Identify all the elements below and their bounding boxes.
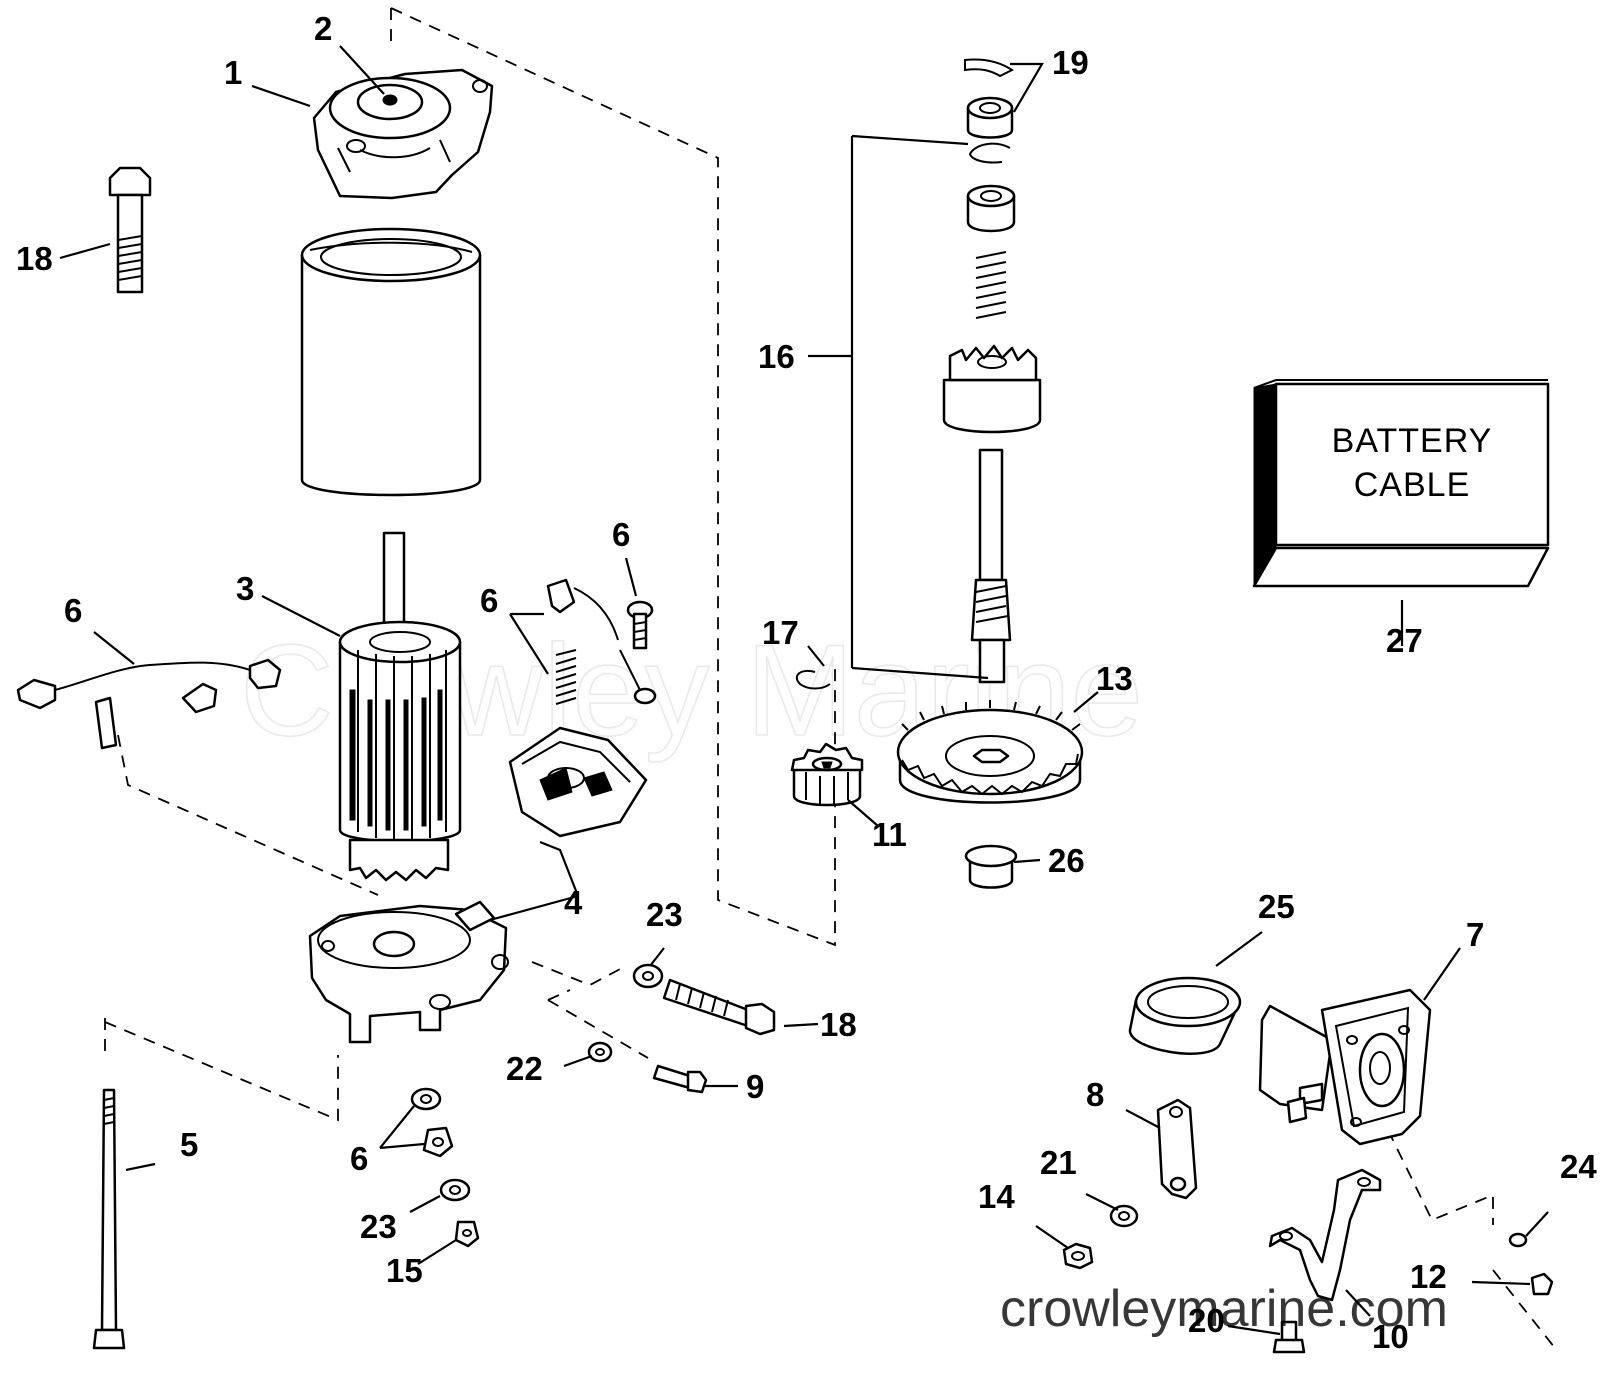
small-gear-part [790,742,864,807]
callout-7: 7 [1466,916,1484,953]
battery-cable-box [1252,379,1550,588]
callout-13: 13 [1096,660,1133,697]
callout-3: 3 [236,570,254,607]
solenoid-part [1258,988,1432,1146]
through-bolt-part [92,1088,126,1350]
solenoid-hardware-parts [1062,1204,1554,1354]
callout-10: 10 [1372,1318,1409,1355]
callout-6-lead-wire: 6 [64,592,82,629]
callout-22: 22 [506,1050,543,1087]
commutator-end-cap-part [308,900,509,1044]
callout-23-lower: 23 [360,1208,397,1245]
assembly-guide-lines [104,7,1556,1349]
callout-14: 14 [978,1178,1015,1215]
callout-9: 9 [746,1068,764,1105]
callout-6-brush: 6 [480,582,498,619]
callout-17: 17 [762,614,799,651]
callout-20: 20 [1188,1302,1225,1339]
strap-part [1156,1098,1198,1200]
callout-6-screw: 6 [612,516,630,553]
callout-numbers: 1 2 3 4 5 6 6 6 6 7 8 9 10 11 12 13 14 1… [16,10,1597,1355]
callout-8: 8 [1086,1076,1104,1113]
armature-part [338,531,462,882]
battery-cable-label-line1: BATTERY [1332,422,1493,460]
brush-spring-part [546,578,657,705]
motor-frame-housing [300,227,482,497]
callout-2: 2 [314,10,332,47]
callout-25: 25 [1258,888,1295,925]
lead-wire-part [16,658,282,750]
callout-11: 11 [872,816,907,853]
callout-19: 19 [1052,44,1089,81]
site-url-text: crowleymarine.com [1000,1280,1448,1338]
washer-screw-part [587,1041,708,1094]
callout-12: 12 [1410,1258,1447,1295]
brush-plate-part [508,726,648,838]
brush-screw-part [626,600,654,650]
callout-leader-lines [59,45,1549,1336]
drive-end-cap-part [312,68,494,200]
battery-cable-label-line2: CABLE [1354,466,1471,504]
callout-18-lower: 18 [820,1006,857,1043]
large-gear-part [896,700,1084,804]
mounting-bracket-part [1268,1168,1382,1302]
callout-1: 1 [224,54,242,91]
callout-24: 24 [1560,1148,1597,1185]
cap-screw-upper-part [108,166,152,294]
callout-16: 16 [758,338,795,375]
lower-hardware-parts [410,1087,480,1248]
callout-15: 15 [386,1252,423,1289]
retaining-clip-part [795,670,831,690]
sleeve-part [1128,976,1242,1055]
callout-18-upper: 18 [16,240,53,277]
callout-6-lower: 6 [350,1140,368,1177]
callout-4: 4 [564,884,583,921]
callout-5: 5 [180,1126,198,1163]
callout-26: 26 [1048,842,1085,879]
callout-27: 27 [1386,622,1423,659]
drive-assembly-part [942,58,1042,684]
callout-21: 21 [1040,1144,1077,1181]
bushing-part [964,844,1018,889]
mounting-bolt-washer-part [632,963,776,1036]
callout-23-upper: 23 [646,896,683,933]
